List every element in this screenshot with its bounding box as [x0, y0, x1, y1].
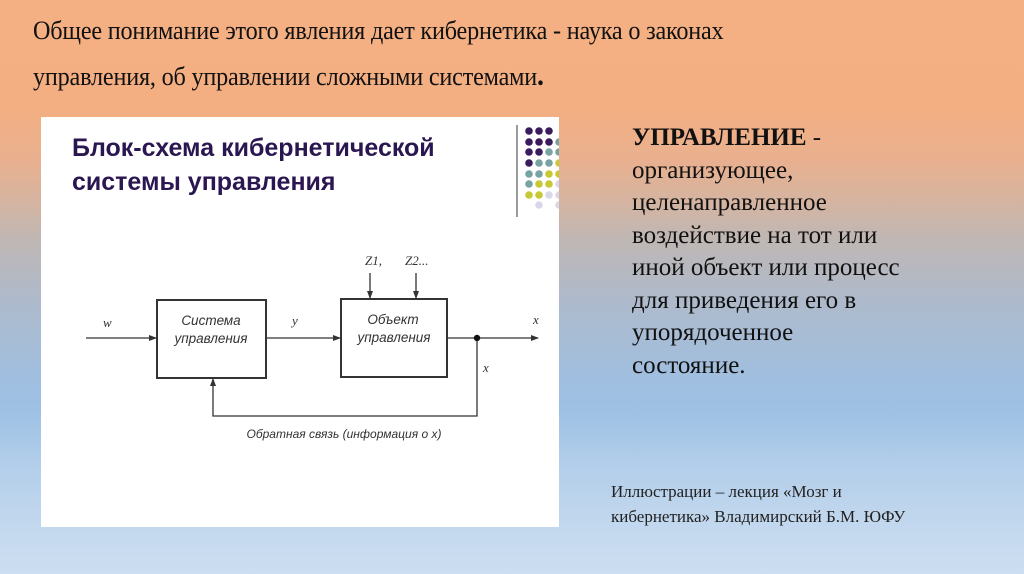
figure-divider	[516, 125, 518, 217]
signal-label-y: y	[290, 313, 298, 328]
output-label-x: x	[532, 312, 539, 327]
definition-line: состояние.	[632, 351, 746, 379]
feedback-loop-arrow	[210, 338, 478, 417]
feedback-caption: Обратная связь (информация о x)	[247, 427, 442, 441]
disturbance-label-z1: Z1,	[365, 253, 382, 268]
heading-line-2: управления, об управлении сложными систе…	[33, 59, 544, 92]
slide-heading: Общее понимание этого явления дает кибер…	[33, 8, 926, 99]
control-system-label-2: управления	[173, 331, 247, 346]
input-label-w: w	[103, 315, 112, 330]
definition-term: УПРАВЛЕНИЕ	[632, 124, 807, 151]
definition-line: упорядоченное	[632, 319, 794, 346]
definition-line: организующее,	[632, 156, 794, 184]
definition-line: целенаправленное	[632, 189, 827, 216]
decorative-dot-grid-icon	[525, 127, 559, 209]
branch-point	[473, 334, 481, 342]
disturbance-label-z2: Z2...	[405, 253, 428, 268]
figure-title: Блок-схема кибернетической системы управ…	[72, 134, 435, 196]
illustration-credit: Иллюстрации – лекция «Мозг и кибернетика…	[611, 482, 906, 526]
block-diagram-figure: Блок-схема кибернетической системы управ…	[41, 117, 559, 527]
definition-block: УПРАВЛЕНИЕ - организующее, целенаправлен…	[632, 122, 1012, 382]
control-object-label-1: Объект	[367, 312, 418, 327]
definition-line: иной объект или процесс	[632, 254, 900, 281]
cybernetic-control-diagram: Система управления Объект управления w y…	[86, 253, 539, 441]
definition-term-line: УПРАВЛЕНИЕ -	[632, 124, 822, 151]
control-object-label-2: управления	[356, 330, 430, 345]
control-system-label-1: Система	[181, 313, 241, 328]
definition-line: воздействие на тот или	[632, 221, 878, 249]
feedback-label-x: x	[482, 360, 489, 375]
heading-line-1: Общее понимание этого явления дает кибер…	[33, 16, 724, 45]
definition-line: для приведения его в	[632, 286, 857, 314]
